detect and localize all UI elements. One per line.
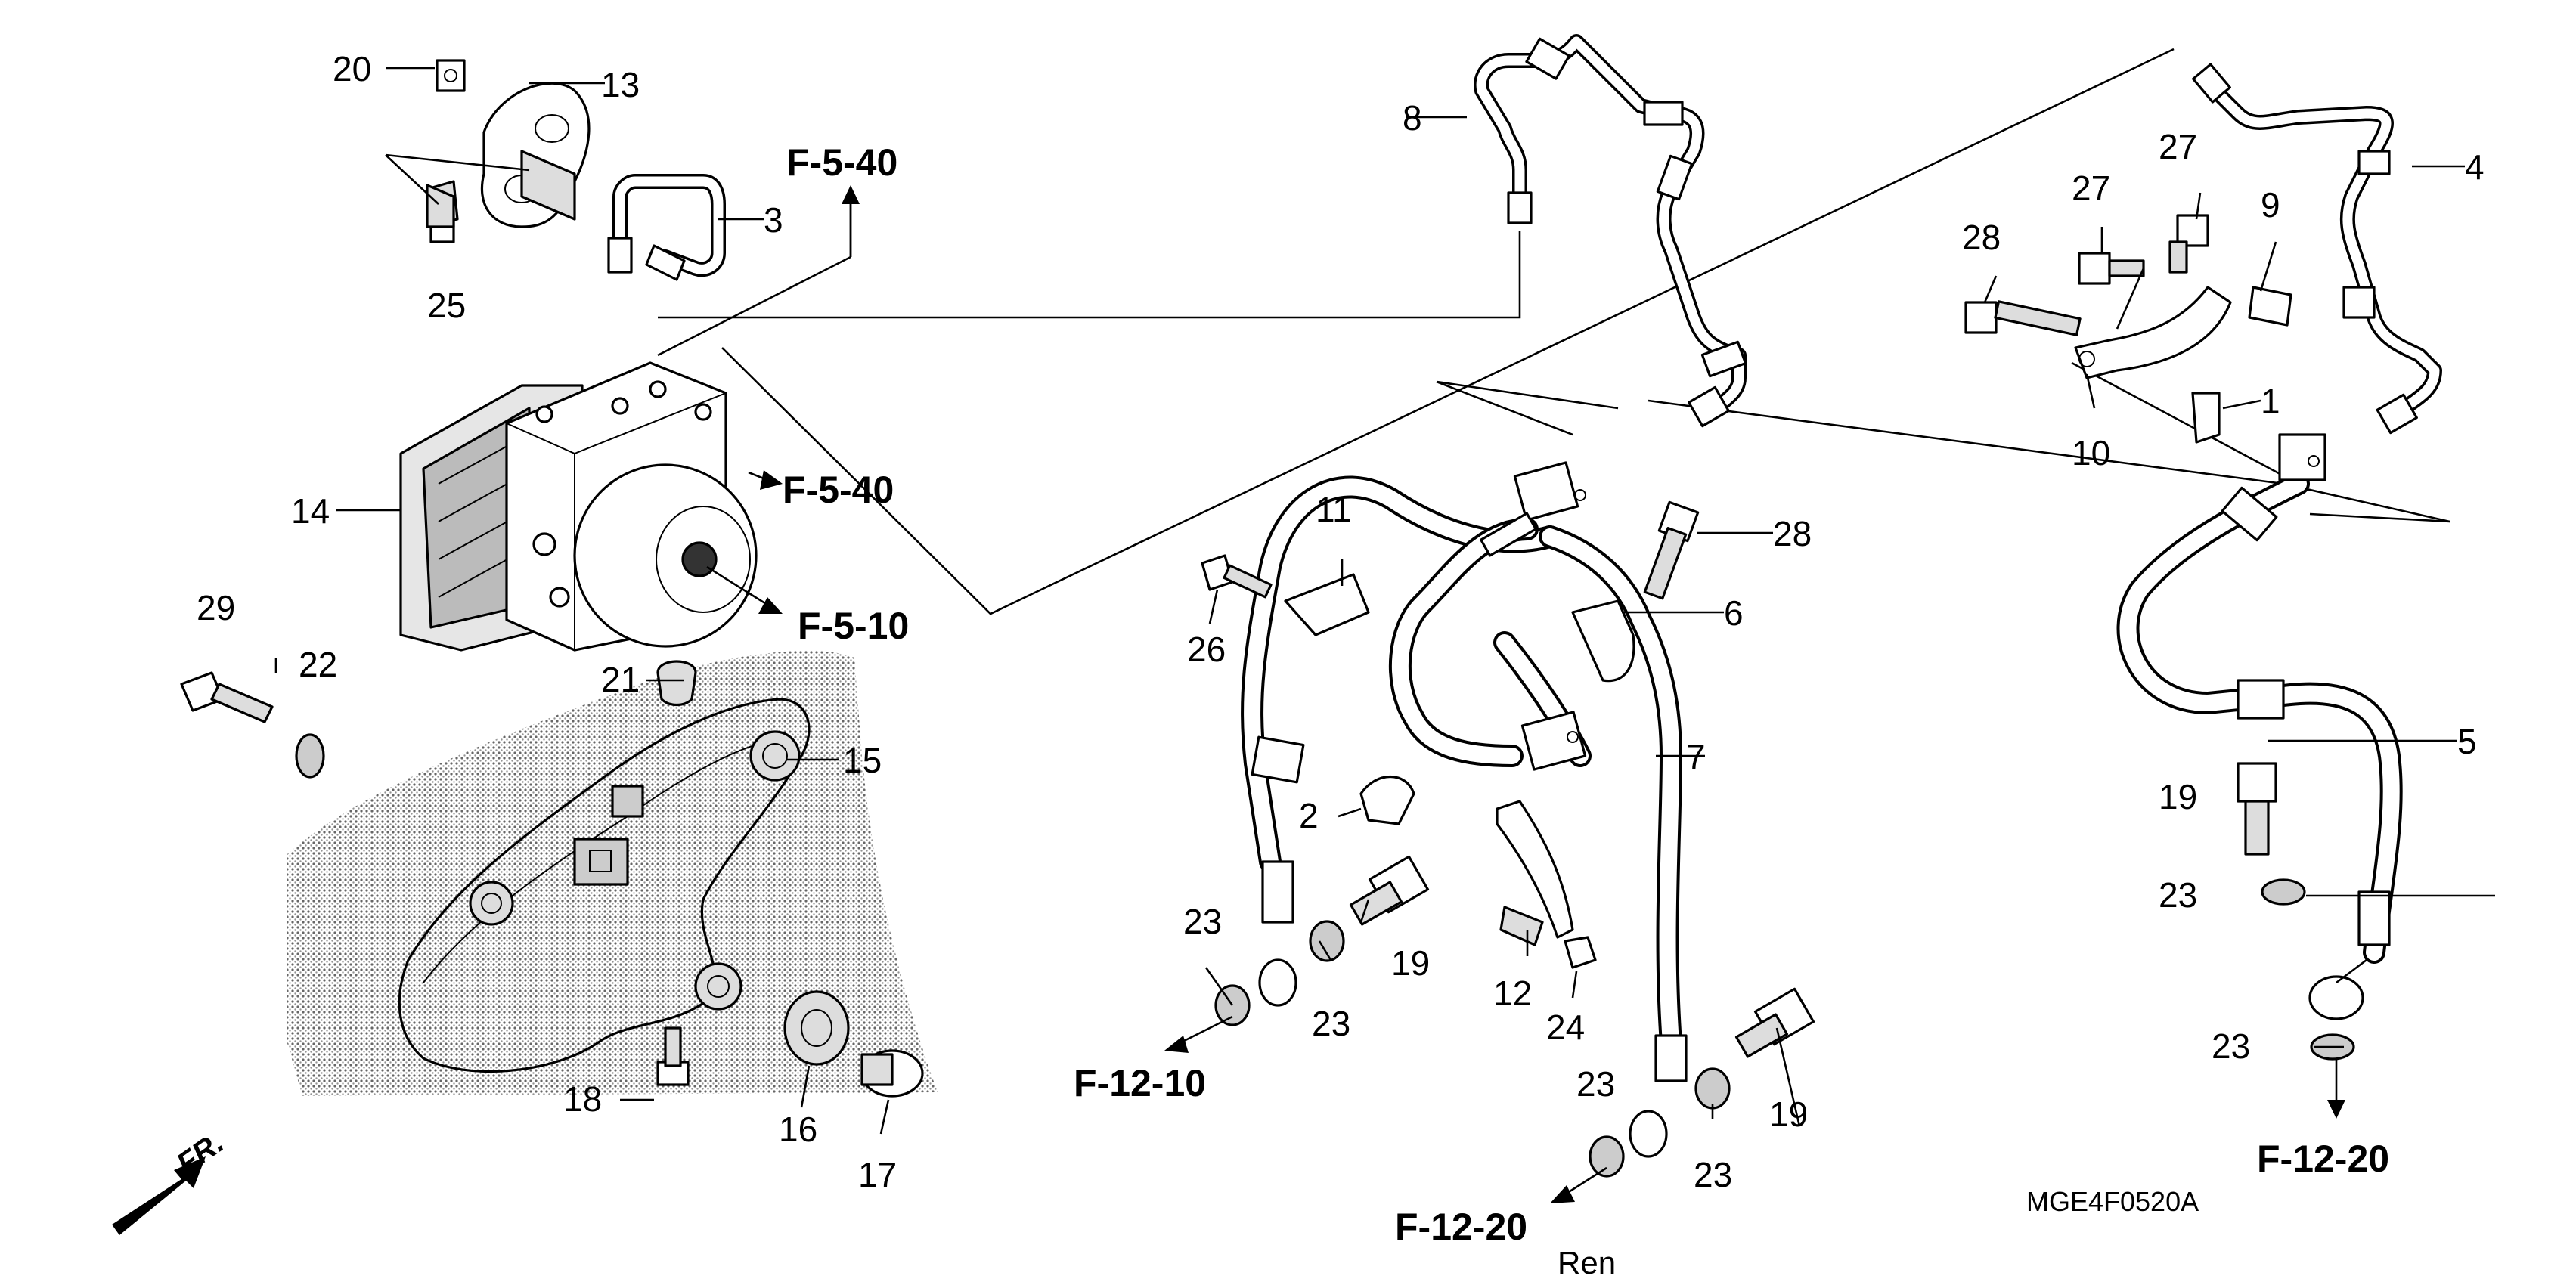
callout-numbers: 20 13 3 25 14 29 22 21 15 18 16 17 8 11 … — [197, 49, 2485, 1194]
callout-number: 10 — [2072, 433, 2110, 472]
reference-labels: F-5-40 F-5-40 F-5-10 F-12-10 F-12-20 F-1… — [783, 141, 2389, 1248]
callout-number: 16 — [779, 1110, 817, 1149]
abs-port — [611, 397, 629, 415]
diagram-code: MGE4F0520A — [2026, 1186, 2199, 1217]
callout-number: 28 — [1773, 514, 1812, 553]
callout-number: 23 — [2159, 875, 2197, 915]
callout-number: 8 — [1403, 98, 1422, 138]
callout-number: 5 — [2457, 722, 2477, 761]
signature: Ren — [1558, 1245, 1616, 1280]
bracket-grommet-hole — [694, 962, 742, 1011]
callout-number: 27 — [2159, 127, 2197, 166]
callout-number: 9 — [2261, 185, 2280, 224]
callout-number: 27 — [2072, 169, 2110, 208]
callout-number: 19 — [2159, 777, 2197, 816]
callout-number: 19 — [1769, 1095, 1808, 1134]
brake-pipe-8 — [1474, 34, 1747, 428]
callout-number: 29 — [197, 588, 235, 627]
abs-port — [535, 405, 553, 423]
callout-number: 23 — [1576, 1064, 1615, 1104]
bracket-grommet-hole — [749, 730, 801, 782]
callout-number: 20 — [333, 49, 371, 88]
callout-number: 23 — [1183, 902, 1222, 941]
callout-number: 18 — [563, 1079, 602, 1119]
brake-hose-5 — [2116, 433, 2403, 1020]
abs-motor — [573, 463, 758, 648]
ref-label: F-12-20 — [1395, 1206, 1527, 1248]
callout-number: 11 — [1316, 490, 1352, 529]
callout-number: 23 — [1312, 1004, 1350, 1043]
ref-label: F-5-10 — [798, 605, 909, 647]
callout-number: 26 — [1187, 630, 1226, 669]
front-direction-indicator: FR. — [112, 1126, 230, 1235]
bracket-assembly — [287, 651, 938, 1096]
guide-lines — [657, 48, 2450, 615]
callout-number: 19 — [1391, 943, 1430, 983]
hose-3way-7 — [1241, 461, 1688, 1158]
front-arrow-icon — [112, 1156, 206, 1235]
callout-number: 21 — [601, 660, 640, 699]
joint-assembly — [426, 59, 591, 243]
callout-number: 2 — [1299, 796, 1319, 835]
mount-bracket — [398, 698, 811, 1073]
callout-number: 4 — [2465, 147, 2485, 187]
brake-pipe-4 — [2192, 63, 2442, 435]
callout-number: 12 — [1493, 974, 1532, 1013]
abs-modulator — [399, 361, 758, 652]
abs-port — [649, 380, 667, 398]
brake-pipe-3 — [607, 174, 726, 281]
callout-number: 28 — [1962, 218, 2001, 257]
callout-number: 23 — [2212, 1026, 2250, 1066]
small-hardware — [180, 184, 2355, 1178]
callout-number: 23 — [1694, 1155, 1732, 1194]
ref-label: F-5-40 — [786, 141, 897, 184]
ref-label: F-5-40 — [783, 469, 894, 511]
callout-number: 7 — [1686, 737, 1706, 776]
callout-number: 13 — [601, 65, 640, 104]
callout-number: 6 — [1724, 593, 1744, 633]
callout-number: 1 — [2261, 382, 2280, 421]
callout-leaders — [274, 67, 2495, 1135]
bracket-grommet-hole — [469, 881, 514, 926]
reference-arrows — [706, 185, 2345, 1203]
callout-number: 15 — [843, 741, 882, 780]
ref-label: F-12-20 — [2257, 1138, 2389, 1180]
ref-label: F-12-10 — [1074, 1062, 1206, 1104]
callout-number: 17 — [858, 1155, 897, 1194]
callout-number: 25 — [427, 286, 466, 325]
callout-number: 22 — [299, 645, 337, 684]
abs-port — [694, 403, 712, 421]
callout-number: 24 — [1546, 1008, 1585, 1047]
callout-number: 14 — [291, 491, 330, 531]
callout-number: 3 — [764, 200, 783, 240]
